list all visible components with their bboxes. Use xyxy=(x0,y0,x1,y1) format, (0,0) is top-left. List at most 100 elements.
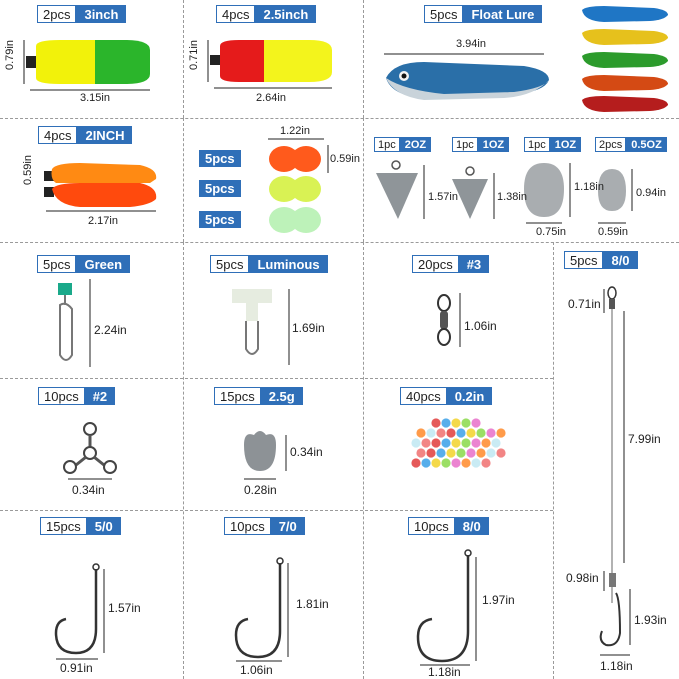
bead xyxy=(491,438,501,448)
snap-green-panel: 5pcs Green 2.24in xyxy=(0,243,183,378)
length-dimension: 2.24in xyxy=(94,323,127,337)
float-3inch-panel: 2pcs 3inch 0.79in 3.15in xyxy=(0,0,183,118)
three-way-swivel-image xyxy=(63,422,117,480)
bead xyxy=(476,428,486,438)
swivel-badge: 20pcs #3 xyxy=(412,255,490,273)
float-2inch-badge: 4pcs 2INCH xyxy=(38,126,133,144)
length-dimension: 1.97in xyxy=(482,593,515,607)
width-dimension: 1.06in xyxy=(240,663,273,677)
bead xyxy=(486,428,496,438)
width-dimension: 0.34in xyxy=(72,483,105,497)
bead xyxy=(446,428,456,438)
width-dimension: 1.18in xyxy=(428,665,461,679)
count-label: 4pcs xyxy=(38,126,78,144)
sinker-0.5oz-badge: 2pcs 0.5OZ xyxy=(595,137,667,152)
split-shot-image xyxy=(244,431,287,480)
height-dimension: 0.79in xyxy=(4,40,16,70)
bead xyxy=(461,418,471,428)
hook-length-dimension: 1.93in xyxy=(634,613,667,627)
size-label: 1OZ xyxy=(477,137,510,152)
grid-divider xyxy=(0,510,553,511)
bead xyxy=(421,458,431,468)
length-dimension: 1.81in xyxy=(296,597,329,611)
count-label: 1pc xyxy=(452,137,478,152)
sleeve-length-dimension: 0.98in xyxy=(566,571,599,585)
bead xyxy=(431,438,441,448)
grid-divider xyxy=(363,118,364,242)
size-label: Float Lure xyxy=(463,5,543,23)
height-dimension: 0.34in xyxy=(290,445,323,459)
bead xyxy=(426,428,436,438)
red-yellow-float-image xyxy=(207,40,332,89)
beads-panel: 40pcs 0.2in xyxy=(364,379,553,510)
count-label-yellow: 5pcs xyxy=(199,180,241,197)
yellow-green-float-image xyxy=(23,40,150,91)
bead xyxy=(471,438,481,448)
snap-luminous-badge: 5pcs Luminous xyxy=(210,255,328,273)
hook-5-0-panel: 15pcs 5/0 1.57in 0.91in xyxy=(0,511,183,679)
bead xyxy=(451,438,461,448)
length-dimension: 2.64in xyxy=(256,92,286,104)
bead xyxy=(461,438,471,448)
height-dimension: 0.59in xyxy=(22,155,34,185)
green-snap-image xyxy=(58,279,91,367)
count-label: 2pcs xyxy=(595,137,627,152)
float-3inch-badge: 2pcs 3inch xyxy=(37,5,127,23)
count-label: 40pcs xyxy=(400,387,447,405)
bead xyxy=(471,418,481,428)
count-label: 15pcs xyxy=(40,517,87,535)
bead-floats-panel: 1.22in 0.59in 5pcs 5pcs 5pcs xyxy=(184,119,363,242)
three-way-swivel-badge: 10pcs #2 xyxy=(38,387,116,405)
width-dimension: 0.28in xyxy=(244,483,277,497)
bead xyxy=(441,438,451,448)
float-2.5inch-badge: 4pcs 2.5inch xyxy=(216,5,317,23)
float-2.5inch-panel: 4pcs 2.5inch 0.71in 2.64in xyxy=(184,0,363,118)
width-dimension: 0.91in xyxy=(60,661,93,675)
snap-luminous-panel: 5pcs Luminous 1.69in xyxy=(184,243,363,378)
count-label: 10pcs xyxy=(224,517,271,535)
size-label: Luminous xyxy=(249,255,328,273)
snap-green-badge: 5pcs Green xyxy=(37,255,131,273)
hook-width-dimension: 1.18in xyxy=(600,659,633,673)
orange-float-image xyxy=(44,163,157,212)
length-dimension: 3.15in xyxy=(80,92,110,104)
bead xyxy=(436,428,446,438)
length-dimension: 1.69in xyxy=(292,321,325,335)
sinker-1oz-pyramid-badge: 1pc 1OZ xyxy=(452,137,510,152)
count-label-red: 5pcs xyxy=(199,150,241,167)
swivel-length-dimension: 0.71in xyxy=(568,297,601,311)
bead xyxy=(476,448,486,458)
hook-8-0-panel: 10pcs 8/0 1.97in 1.18in xyxy=(364,511,553,679)
bead xyxy=(466,448,476,458)
bead xyxy=(456,448,466,458)
grid-divider xyxy=(553,242,554,679)
size-label: 5/0 xyxy=(86,517,121,535)
count-label: 2pcs xyxy=(37,5,77,23)
grid-divider xyxy=(363,0,364,118)
hook-5-0-image xyxy=(54,563,105,660)
bead xyxy=(446,448,456,458)
width-dimension: 1.22in xyxy=(280,125,310,137)
count-label: 1pc xyxy=(524,137,550,152)
bead xyxy=(441,458,451,468)
size-label: 8/0 xyxy=(603,251,638,269)
height-dimension-1oz: 1.38in xyxy=(497,191,527,203)
luminous-snap-image xyxy=(232,289,290,365)
bead xyxy=(441,418,451,428)
split-shot-panel: 15pcs 2.5g 0.34in 0.28in xyxy=(184,379,363,510)
sinker-1oz-egg-badge: 1pc 1OZ xyxy=(524,137,582,152)
swivel-panel: 20pcs #3 1.06in xyxy=(364,243,553,378)
sinkers-image xyxy=(376,160,633,224)
count-label-green: 5pcs xyxy=(199,211,241,228)
size-label: 8/0 xyxy=(454,517,489,535)
bead xyxy=(451,418,461,428)
sinker-2oz-badge: 1pc 2OZ xyxy=(374,137,432,152)
beads-image xyxy=(411,418,506,468)
size-label: 7/0 xyxy=(270,517,305,535)
size-label: 2INCH xyxy=(77,126,133,144)
size-label: 0.5OZ xyxy=(626,137,667,152)
count-label: 5pcs xyxy=(564,251,604,269)
count-label: 20pcs xyxy=(412,255,459,273)
bead xyxy=(436,448,446,458)
bead xyxy=(416,448,426,458)
